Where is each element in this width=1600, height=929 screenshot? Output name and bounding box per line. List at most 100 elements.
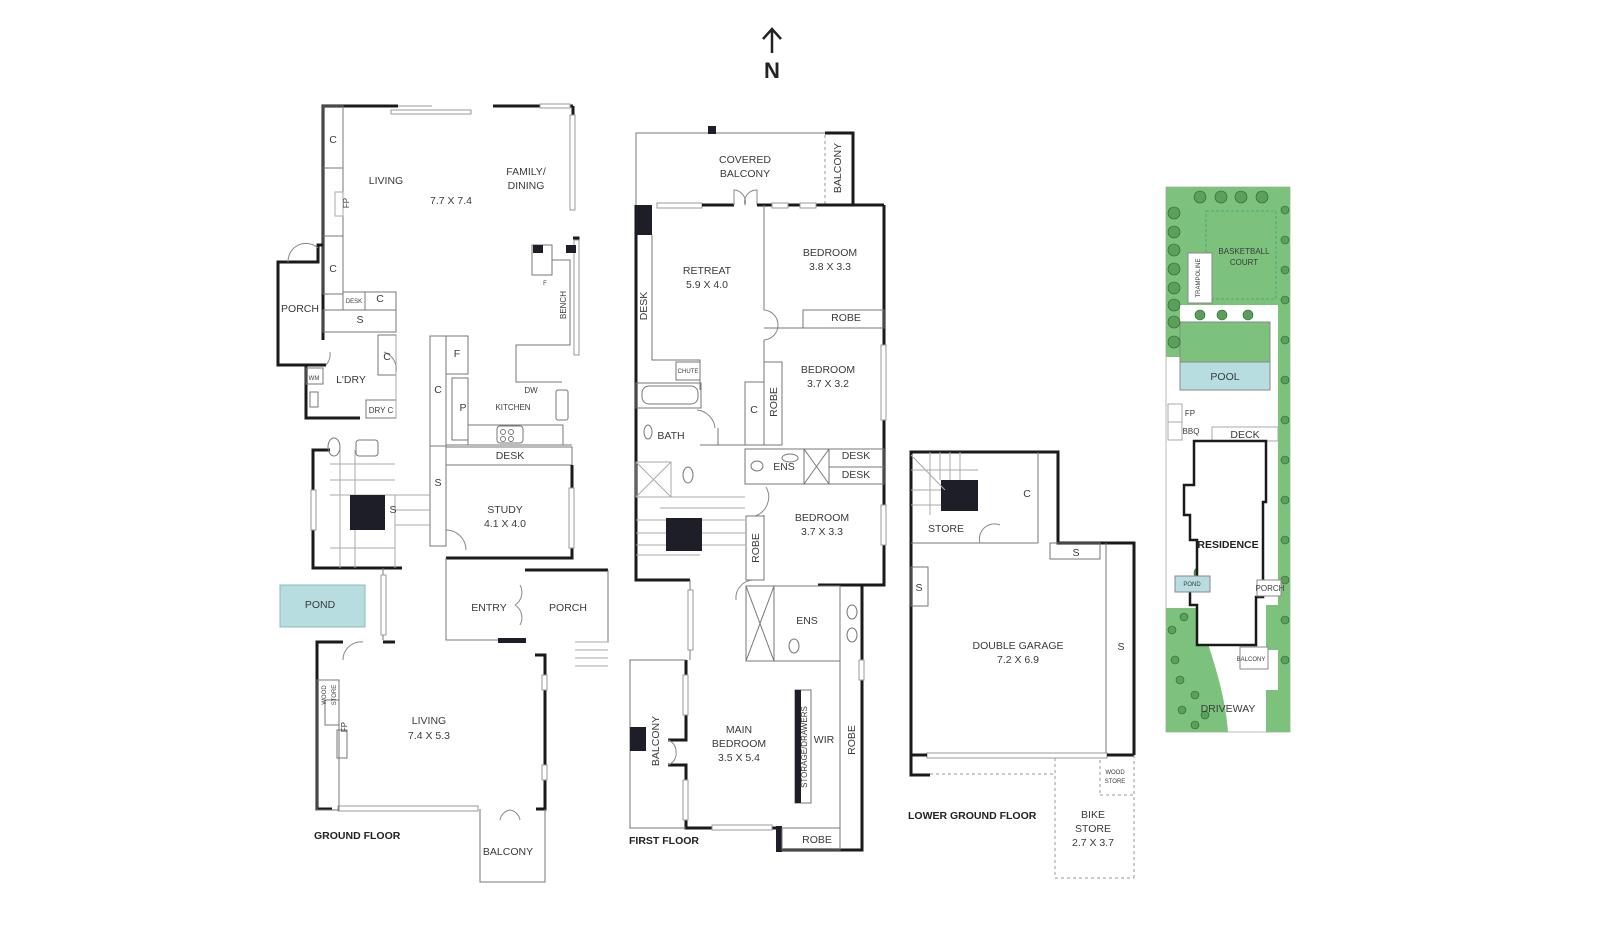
room-kitchen: KITCHEN (495, 403, 530, 412)
room-bedroom-1-dims: 3.8 X 3.3 (809, 261, 851, 273)
room-bedroom-3-dims: 3.7 X 3.3 (801, 526, 843, 538)
room-store: STORE (928, 523, 964, 535)
room-porch-west: PORCH (281, 303, 319, 315)
first-floor-plan (629, 126, 887, 852)
room-living-top: LIVING (369, 175, 403, 187)
room-main-bedroom-1: MAIN (726, 724, 752, 736)
desk-label: DESK (842, 450, 871, 462)
closet-label: C (329, 134, 337, 146)
room-laundry: L'DRY (336, 374, 366, 386)
room-bedroom-2: BEDROOM (801, 364, 855, 376)
room-living-top-dims: 7.7 X 7.4 (430, 195, 472, 207)
fridge-label: F (454, 348, 460, 360)
pool-label: POOL (1210, 371, 1239, 383)
room-study: STUDY (487, 504, 523, 516)
room-covered-balcony-2: BALCONY (720, 168, 770, 180)
room-retreat: RETREAT (683, 265, 732, 277)
room-family-dining-1: FAMILY/ (506, 166, 546, 178)
residence-label: RESIDENCE (1197, 539, 1258, 551)
closet-label: C (1023, 488, 1031, 500)
room-balcony-ne: BALCONY (832, 143, 844, 193)
first-floor-title: FIRST FLOOR (629, 835, 699, 847)
storage-label: S (389, 504, 396, 516)
room-wir: WIR (814, 734, 835, 746)
room-study-dims: 4.1 X 4.0 (484, 518, 526, 530)
robe-label: ROBE (802, 834, 832, 846)
room-bike-store-dims: 2.7 X 3.7 (1072, 837, 1114, 849)
trampoline-label: TRAMPOLINE (1196, 258, 1202, 297)
closet-label: C (434, 384, 442, 396)
robe-label: ROBE (750, 533, 762, 563)
bbq-label: BBQ (1183, 427, 1200, 436)
dishwasher-label: DW (524, 386, 538, 395)
driveway-label: DRIVEWAY (1201, 703, 1256, 715)
room-main-bedroom-dims: 3.5 X 5.4 (718, 752, 760, 764)
north-label: N (764, 58, 780, 83)
room-bedroom-3: BEDROOM (795, 512, 849, 524)
closet-label: C (329, 263, 337, 275)
room-bedroom-2-dims: 3.7 X 3.2 (807, 378, 849, 390)
closet-label: C (383, 351, 391, 363)
room-covered-balcony-1: COVERED (719, 154, 771, 166)
room-ens-2: ENS (796, 615, 818, 627)
wood-store-label-2: STORE (1105, 779, 1126, 785)
site-plan (1165, 186, 1291, 733)
room-ens-1: ENS (773, 461, 795, 473)
closet-label: C (376, 293, 384, 305)
closet-label: C (750, 404, 758, 416)
storage-label: S (356, 314, 363, 326)
fridge-label: F (543, 281, 547, 287)
balcony-label: BALCONY (1237, 657, 1266, 663)
room-bedroom-1: BEDROOM (803, 247, 857, 259)
desk-label: DESK (842, 469, 871, 481)
robe-label: ROBE (846, 725, 858, 755)
fireplace-label: FP (1185, 409, 1195, 418)
store-label: STORE (332, 685, 338, 706)
ground-floor-title: GROUND FLOOR (314, 830, 401, 842)
bench-label: BENCH (559, 291, 568, 319)
deck-label: DECK (1230, 429, 1259, 441)
room-pond: POND (305, 599, 336, 611)
desk-label: DESK (496, 450, 525, 462)
storage-label: S (1117, 641, 1124, 653)
room-porch-entry: PORCH (549, 602, 587, 614)
room-balcony-west: BALCONY (650, 716, 662, 766)
storage-drawers-label: STORAGE/DRAWERS (800, 706, 809, 788)
chute-label: CHUTE (678, 369, 699, 375)
north-arrow-icon: N (762, 27, 782, 83)
room-bike-store-2: STORE (1075, 823, 1111, 835)
room-bike-store-1: BIKE (1081, 809, 1105, 821)
desk-label: DESK (346, 299, 362, 305)
ground-floor-plan (276, 103, 609, 883)
room-living-bottom: LIVING (412, 715, 446, 727)
storage-label: S (915, 582, 922, 594)
wood-store-label-1: WOOD (1105, 770, 1125, 776)
pond-shape (279, 584, 366, 628)
robe-label: ROBE (768, 387, 780, 417)
washing-machine-label: WM (309, 376, 320, 382)
storage-label: S (1072, 547, 1079, 559)
basketball-court-label-2: COURT (1230, 258, 1258, 267)
wood-label: WOOD (322, 685, 328, 705)
pantry-label: P (459, 402, 466, 414)
room-balcony: BALCONY (483, 846, 533, 858)
room-living-bottom-dims: 7.4 X 5.3 (408, 730, 450, 742)
desk-label: DESK (638, 292, 650, 321)
drying-cupboard-label: DRY C (369, 406, 394, 415)
fireplace-label: FP (342, 198, 351, 208)
fireplace-label: FP (340, 722, 349, 732)
lower-ground-floor-plan (909, 450, 1136, 879)
porch-label: PORCH (1256, 584, 1285, 593)
room-family-dining-2: DINING (508, 180, 545, 192)
robe-label: ROBE (831, 312, 861, 324)
basketball-court-label-1: BASKETBALL (1218, 247, 1270, 256)
storage-label: S (434, 477, 441, 489)
room-entry: ENTRY (471, 602, 506, 614)
room-double-garage: DOUBLE GARAGE (972, 640, 1063, 652)
pond-label: POND (1183, 582, 1201, 588)
room-double-garage-dims: 7.2 X 6.9 (997, 654, 1039, 666)
lower-ground-floor-title: LOWER GROUND FLOOR (908, 810, 1037, 822)
room-bath: BATH (657, 430, 684, 442)
room-main-bedroom-2: BEDROOM (712, 738, 766, 750)
